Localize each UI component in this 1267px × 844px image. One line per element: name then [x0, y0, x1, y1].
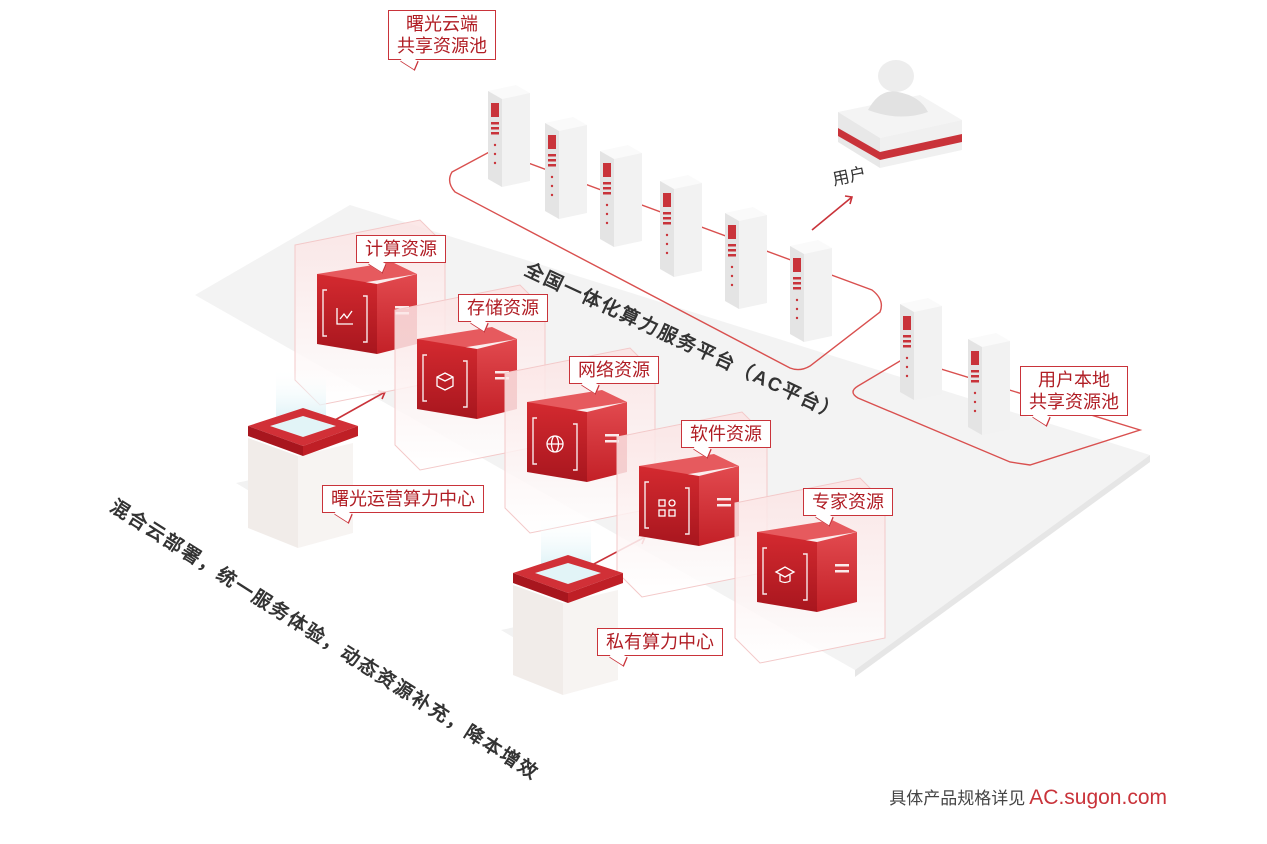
cloud-pool-label-line1: 曙光云端 — [406, 14, 478, 34]
globe-icon — [546, 435, 564, 453]
center-label-private: 私有算力中心 — [597, 628, 723, 656]
server-rack — [900, 298, 942, 400]
center-label-sugon: 曙光运营算力中心 — [322, 485, 484, 513]
resource-label-network: 网络资源 — [569, 356, 659, 384]
resource-label-software: 软件资源 — [681, 420, 771, 448]
server-rack — [790, 240, 832, 342]
footer-url[interactable]: AC.sugon.com — [1029, 786, 1167, 809]
platform-side — [855, 455, 1150, 677]
server-rack — [660, 175, 702, 277]
cloud-pool-label: 曙光云端 共享资源池 — [388, 10, 496, 60]
resource-label-storage: 存储资源 — [458, 294, 548, 322]
grad-cap-icon — [774, 566, 796, 584]
server-rack — [600, 145, 642, 247]
resource-cube — [734, 477, 886, 664]
cube-icon — [436, 372, 454, 391]
cloud-pool-label-line2: 共享资源池 — [397, 36, 487, 56]
chart-icon — [336, 308, 353, 325]
server-rack — [968, 333, 1010, 435]
server-racks — [488, 85, 1010, 435]
data-center-building — [501, 515, 638, 695]
local-pool-label-line1: 用户本地 — [1038, 370, 1110, 390]
server-rack — [488, 85, 530, 187]
resource-cubes — [294, 219, 886, 664]
user-icon — [838, 60, 962, 168]
server-rack — [725, 207, 767, 309]
local-pool-outline — [852, 357, 1143, 466]
apps-icon — [658, 499, 676, 517]
cloud-pool-outline — [448, 149, 883, 371]
local-pool-label: 用户本地 共享资源池 — [1020, 366, 1128, 416]
server-rack — [545, 117, 587, 219]
resource-label-expert: 专家资源 — [803, 488, 893, 516]
resource-label-compute: 计算资源 — [356, 235, 446, 263]
footer-text: 具体产品规格详见 — [889, 789, 1026, 808]
local-pool-label-line2: 共享资源池 — [1029, 392, 1119, 412]
